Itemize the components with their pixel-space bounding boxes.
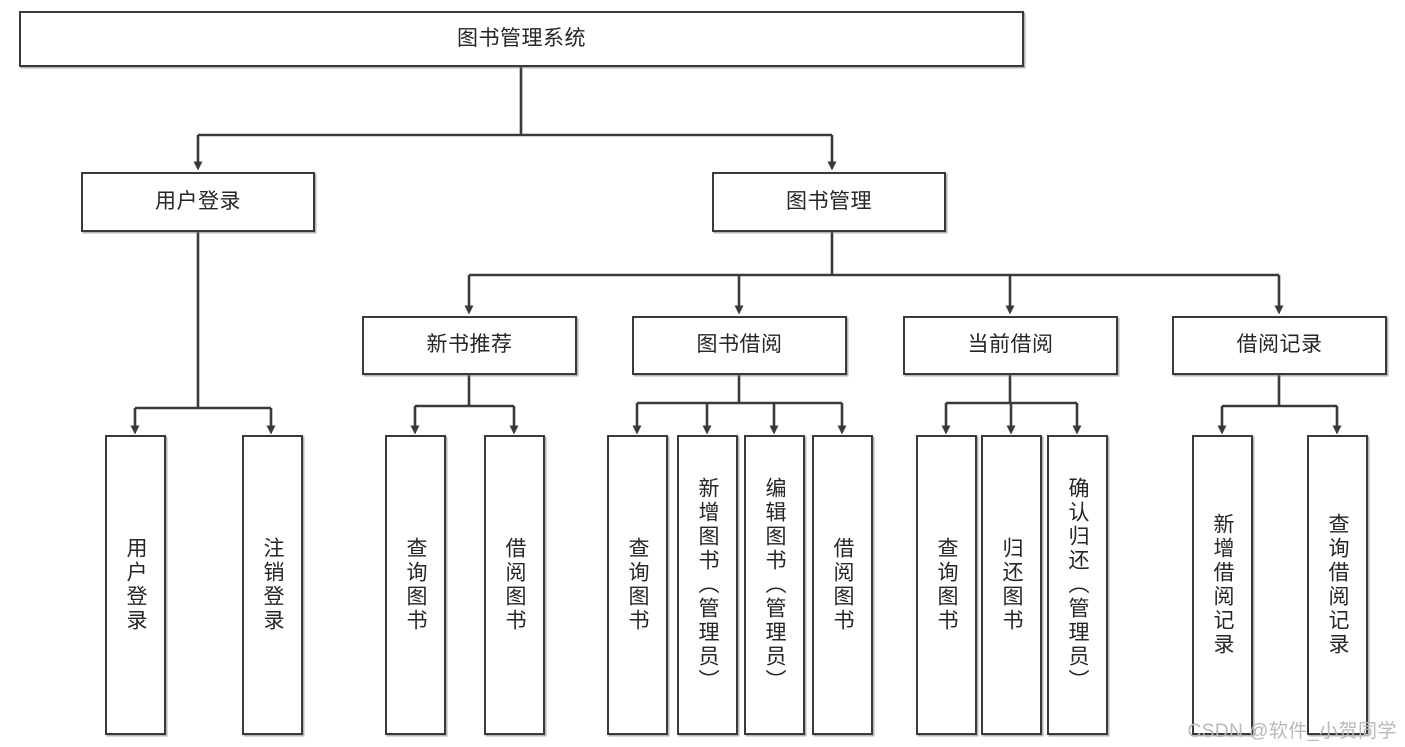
node-new-book-recommend[interactable]: 新书推荐	[362, 316, 577, 375]
node-current-borrow[interactable]: 当前借阅	[903, 316, 1118, 375]
node-leaf-logout[interactable]: 注销登录	[242, 435, 303, 735]
node-leaf-query-book-current-label: 查询图书	[935, 537, 959, 633]
node-leaf-edit-book-admin[interactable]: 编辑图书（管理员）	[744, 435, 805, 735]
node-leaf-borrow-book-label: 借阅图书	[831, 537, 855, 633]
node-leaf-borrow-book[interactable]: 借阅图书	[812, 435, 873, 735]
node-root-system[interactable]: 图书管理系统	[19, 11, 1024, 67]
node-book-management[interactable]: 图书管理	[712, 172, 946, 232]
node-book-management-label: 图书管理	[786, 189, 872, 213]
node-leaf-logout-label: 注销登录	[261, 537, 285, 633]
node-book-borrow-label: 图书借阅	[696, 333, 783, 357]
node-leaf-add-book-admin-label: 新增图书（管理员）	[696, 477, 720, 693]
node-leaf-query-book-recommend[interactable]: 查询图书	[385, 435, 446, 735]
node-leaf-query-book-borrow[interactable]: 查询图书	[607, 435, 668, 735]
node-new-book-recommend-label: 新书推荐	[426, 333, 513, 357]
node-borrow-records[interactable]: 借阅记录	[1172, 316, 1387, 375]
node-borrow-records-label: 借阅记录	[1236, 333, 1323, 357]
node-leaf-add-borrow-record-label: 新增借阅记录	[1211, 513, 1235, 657]
node-leaf-return-book[interactable]: 归还图书	[981, 435, 1042, 735]
node-leaf-query-book-borrow-label: 查询图书	[626, 537, 650, 633]
node-leaf-user-login-label: 用户登录	[124, 537, 148, 633]
node-leaf-add-book-admin[interactable]: 新增图书（管理员）	[677, 435, 738, 735]
csdn-watermark: CSDN @软件_小贺同学	[1187, 721, 1397, 742]
node-current-borrow-label: 当前借阅	[967, 333, 1054, 357]
node-leaf-return-book-label: 归还图书	[1000, 537, 1024, 633]
node-book-borrow[interactable]: 图书借阅	[632, 316, 847, 375]
node-leaf-user-login[interactable]: 用户登录	[105, 435, 166, 735]
node-leaf-borrow-book-recommend-label: 借阅图书	[503, 537, 527, 633]
node-leaf-query-borrow-record-label: 查询借阅记录	[1326, 513, 1350, 657]
node-leaf-edit-book-admin-label: 编辑图书（管理员）	[763, 477, 787, 693]
node-leaf-confirm-return-admin-label: 确认归还（管理员）	[1066, 477, 1090, 693]
node-user-login[interactable]: 用户登录	[81, 172, 315, 232]
node-leaf-query-book-current[interactable]: 查询图书	[916, 435, 977, 735]
node-leaf-borrow-book-recommend[interactable]: 借阅图书	[484, 435, 545, 735]
node-leaf-query-borrow-record[interactable]: 查询借阅记录	[1307, 435, 1368, 735]
node-root-system-label: 图书管理系统	[457, 26, 586, 50]
node-user-login-label: 用户登录	[155, 189, 241, 213]
node-leaf-add-borrow-record[interactable]: 新增借阅记录	[1192, 435, 1253, 735]
node-leaf-query-book-recommend-label: 查询图书	[404, 537, 428, 633]
node-leaf-confirm-return-admin[interactable]: 确认归还（管理员）	[1047, 435, 1108, 735]
